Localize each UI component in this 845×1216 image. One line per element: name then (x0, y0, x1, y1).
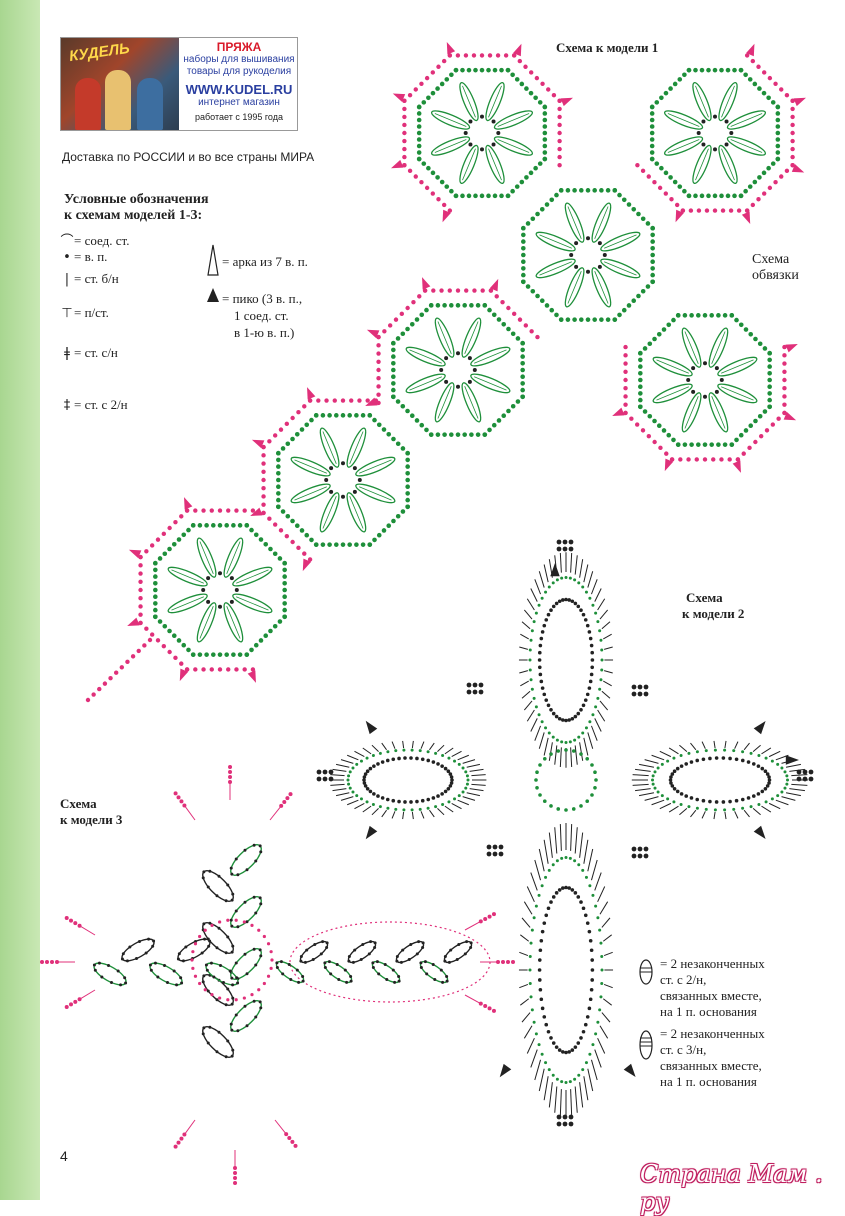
octagon-motif (635, 44, 806, 224)
model2-diagram (317, 540, 814, 1127)
cross3-link (441, 938, 474, 966)
model3-diagram (40, 765, 515, 1185)
cross3-link (198, 1022, 238, 1062)
cross-arm (630, 740, 810, 820)
cross-arm (518, 820, 614, 1120)
cross-arm (328, 740, 488, 820)
octagon-motif (521, 188, 655, 322)
octagon-motif (365, 277, 539, 437)
octagon-motif (391, 42, 573, 222)
note-symbols (640, 960, 652, 1059)
legend-symbols (207, 245, 219, 302)
octagon-motif (250, 387, 410, 571)
cross3-link (147, 959, 185, 989)
cross-arm (518, 550, 614, 770)
cross3-link (226, 892, 266, 932)
cross3-link (91, 959, 129, 989)
cross3-link (226, 996, 266, 1036)
cross3-link (226, 840, 266, 880)
model1-diagram (86, 42, 806, 702)
cross3-link (198, 866, 238, 906)
cross3-link (175, 935, 213, 965)
cross3-link (119, 935, 157, 965)
cross3-link (226, 944, 266, 984)
octagon-motif (612, 313, 798, 473)
octagon-motif (127, 497, 287, 683)
